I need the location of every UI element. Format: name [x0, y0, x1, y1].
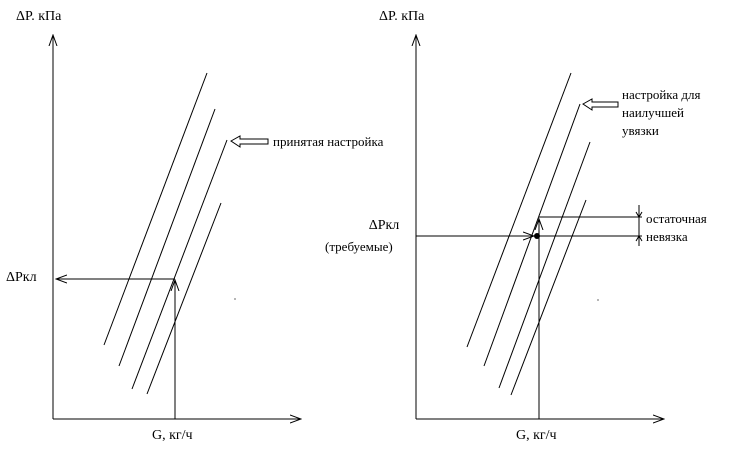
right-y-axis-label: ΔP. кПа	[379, 9, 425, 24]
left-x-axis-label: G, кг/ч	[152, 428, 193, 443]
right-setting-annotation: настройка для наилучшей увязки	[622, 86, 701, 140]
right-characteristic-line-1	[467, 73, 571, 347]
left-stray-dot	[234, 298, 236, 300]
left-setting-annotation: принятая настройка	[273, 134, 384, 149]
right-setting-pointer-arrow	[583, 99, 618, 110]
left-pressure-marker-label: ΔPкл	[6, 270, 37, 285]
left-characteristic-line-3	[132, 140, 227, 389]
right-stray-dot	[597, 299, 599, 301]
right-setting-annotation-line2: наилучшей	[622, 105, 684, 120]
left-characteristic-line-2	[119, 109, 215, 366]
right-residual-tick-top	[636, 212, 642, 217]
right-pressure-marker-label: ΔPкл	[352, 218, 416, 234]
right-pressure-marker-label-line2: (требуемые)	[325, 239, 393, 254]
right-characteristic-line-4	[511, 200, 586, 395]
left-y-axis-label: ΔP. кПа	[16, 9, 62, 24]
left-diagram	[53, 35, 301, 419]
right-residual-label-line2: невязка	[646, 229, 688, 244]
right-residual-label-line1: остаточная	[646, 211, 707, 226]
right-residual-label: остаточная невязка	[646, 210, 707, 246]
right-pressure-marker-label-line1: ΔPкл	[368, 218, 400, 233]
left-characteristic-line-4	[147, 203, 221, 394]
right-x-axis-label: G, кг/ч	[516, 428, 557, 443]
left-setting-pointer-arrow	[231, 136, 268, 147]
right-setting-annotation-line3: увязки	[622, 123, 659, 138]
left-characteristic-line-1	[104, 73, 207, 345]
right-setting-annotation-line1: настройка для	[622, 87, 701, 102]
right-diagram	[416, 35, 664, 419]
right-residual-tick-bottom	[636, 236, 642, 241]
right-characteristic-line-3	[499, 142, 590, 388]
right-characteristic-line-2	[484, 104, 580, 366]
